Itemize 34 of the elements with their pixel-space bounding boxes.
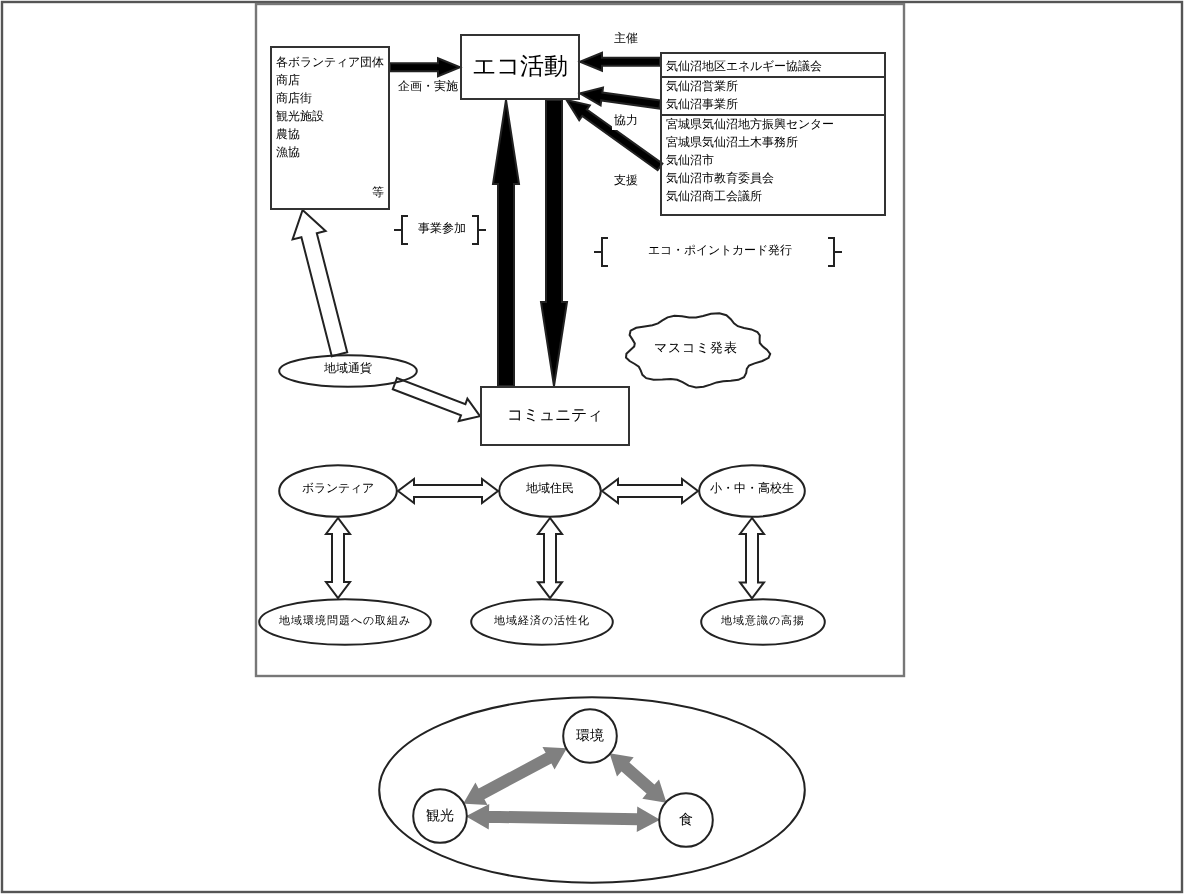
arrow	[738, 516, 766, 601]
arrow	[391, 376, 482, 423]
ellipse-node	[278, 354, 418, 388]
ellipse-node	[278, 464, 398, 518]
node-label: エコ活動	[472, 53, 568, 81]
arrow	[564, 98, 664, 172]
arrow	[389, 56, 463, 78]
node-label: コミュニティ	[507, 406, 603, 426]
arrow	[609, 753, 667, 803]
ellipse-node	[498, 464, 602, 518]
arrow	[539, 99, 569, 387]
arrow	[491, 99, 521, 387]
list-box	[660, 52, 886, 216]
arrow	[463, 746, 567, 806]
arrow	[577, 86, 662, 110]
process-box	[480, 386, 630, 446]
arrow	[465, 804, 661, 832]
ellipse-node	[378, 696, 806, 884]
arrow	[324, 516, 352, 600]
arrow	[536, 516, 564, 600]
arrow	[577, 51, 661, 73]
arrow	[600, 477, 700, 505]
ellipse-node	[698, 464, 806, 518]
list-box	[270, 46, 390, 210]
circle-node	[562, 708, 618, 764]
ellipse-node	[470, 598, 614, 646]
arrow	[396, 477, 500, 505]
arrow	[291, 208, 349, 358]
process-box	[460, 34, 580, 100]
ellipse-node	[700, 598, 826, 646]
ellipse-node	[258, 598, 432, 646]
circle-node	[658, 792, 714, 848]
circle-node	[412, 788, 468, 844]
cloud-shape	[620, 308, 772, 392]
